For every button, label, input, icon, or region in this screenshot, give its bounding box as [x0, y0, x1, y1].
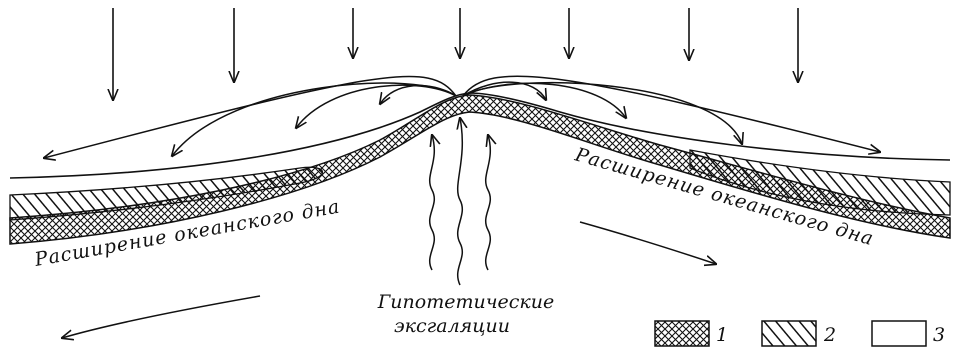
exhalation-arrows: [430, 118, 491, 285]
exhalation-arrow: [458, 118, 463, 285]
exhalation-arrow: [430, 135, 435, 270]
circulation-arrow-left: [380, 86, 456, 104]
exhalation-arrow: [486, 135, 491, 270]
legend-swatch-crosshatch: [655, 321, 709, 346]
downward-arrows: [113, 8, 798, 100]
spreading-arrow-right: [580, 222, 716, 264]
legend-number-2: 2: [823, 324, 836, 346]
legend-number-3: 3: [933, 324, 945, 346]
legend-swatch-diagonal: [762, 321, 816, 346]
exhalations-label-line1: Гипотетические: [377, 291, 555, 313]
legend: 1 2 3: [655, 321, 945, 346]
exhalations-label-line2: эксгаляции: [394, 315, 510, 337]
legend-swatch-blank: [872, 321, 926, 346]
spreading-arrow-left: [62, 296, 260, 338]
legend-number-1: 1: [716, 324, 728, 346]
